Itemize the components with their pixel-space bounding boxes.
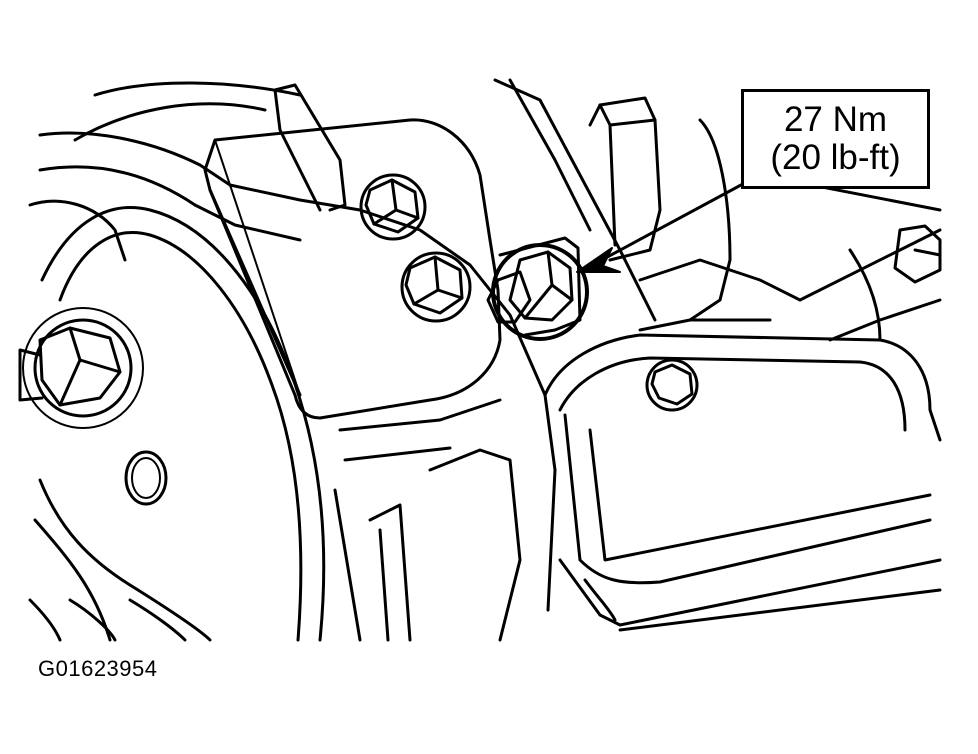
lower-casting [333,448,522,642]
figure-id: G01623954 [38,656,158,681]
hex-bolt-icon [359,173,427,241]
mount-hole [124,450,168,506]
torque-spec-callout: 27 Nm (20 lb-ft) [741,89,930,189]
oil-pan [543,333,942,632]
target-bolt [486,236,589,341]
torque-imperial-label: (20 lb-ft) [770,138,901,177]
engine-block-left [28,81,557,642]
torque-metric-label: 27 Nm [783,100,888,139]
hex-bolt-icon [18,307,144,429]
callout-arrow-icon [576,183,743,273]
upper-strut [273,78,657,322]
hex-bolt-icon [400,251,472,323]
mount-bracket [203,118,502,462]
hex-bolt-icon [645,358,699,412]
